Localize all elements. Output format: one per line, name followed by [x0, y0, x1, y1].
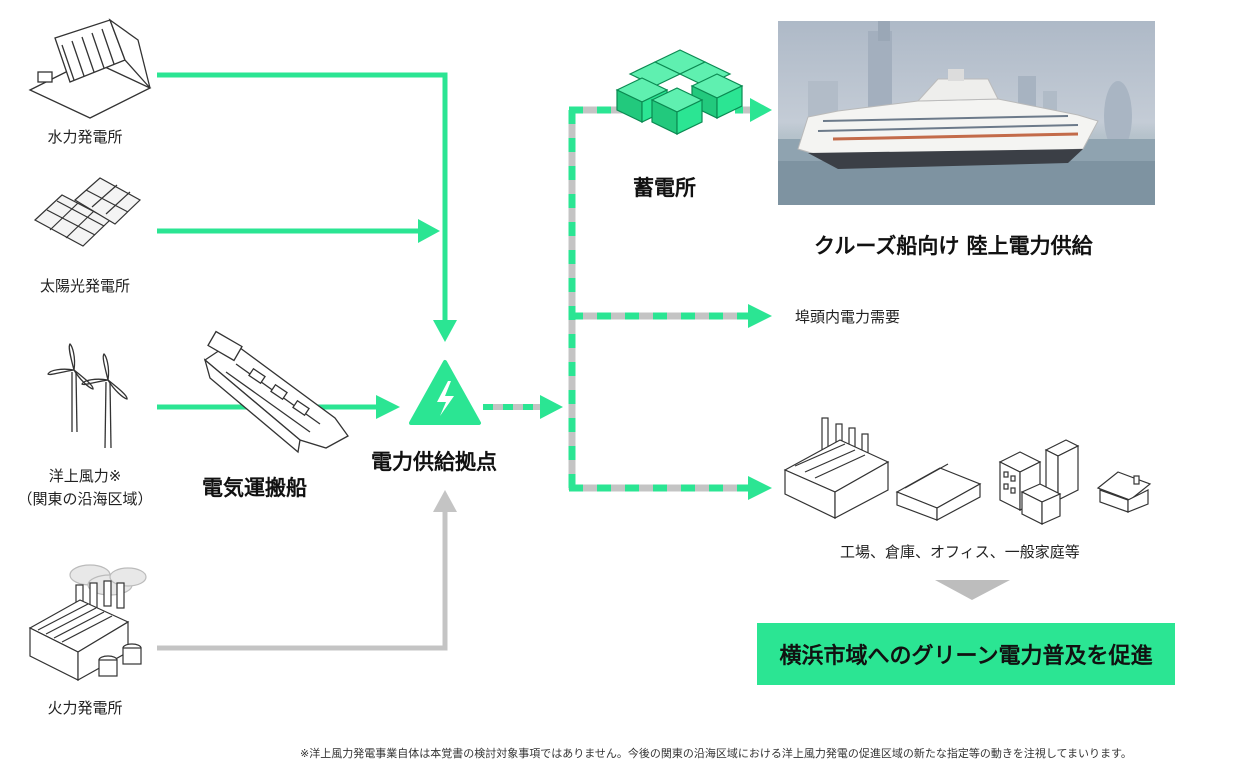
solar-arrow — [157, 219, 440, 243]
hub-out-arrow — [483, 395, 563, 419]
goal-down-arrow — [935, 580, 1010, 600]
storage-to-cruise-arrow — [735, 98, 772, 122]
wind-label-line1: 洋上風力※ — [48, 467, 122, 485]
hydro-label: 水力発電所 — [47, 128, 123, 146]
solar-panel-icon — [33, 177, 142, 247]
wharf-label: 埠頭内電力需要 — [795, 308, 901, 326]
thermal-label: 火力発電所 — [47, 699, 123, 717]
battery-storage-icon — [615, 49, 744, 135]
storage-label: 蓄電所 — [633, 176, 696, 200]
factory-icon — [783, 417, 890, 519]
cruise-label: クルーズ船向け 陸上電力供給 — [814, 234, 1093, 258]
hydro-dam-icon — [28, 18, 152, 119]
thermal-plant-icon — [28, 564, 147, 682]
electric-carrier-ship-icon — [203, 330, 349, 454]
solar-label: 太陽光発電所 — [39, 277, 130, 295]
wharf-arrow — [569, 304, 772, 328]
carrier-ship-label: 電気運搬船 — [202, 476, 307, 500]
cruise-ship-illustration — [778, 21, 1155, 205]
goal-banner: 横浜市域へのグリーン電力普及を促進 — [757, 623, 1175, 685]
wind-label-line2: （関東の沿海区域） — [17, 490, 153, 508]
thermal-arrow — [157, 490, 457, 651]
wind-turbine-icon — [47, 343, 128, 449]
goal-text: 横浜市域へのグリーン電力普及を促進 — [779, 644, 1153, 669]
warehouse-icon — [895, 463, 982, 522]
facilities-label: 工場、倉庫、オフィス、一般家庭等 — [840, 543, 1080, 561]
office-building-icon — [998, 439, 1080, 525]
hub-label: 電力供給拠点 — [371, 450, 497, 474]
hydro-arrow — [157, 72, 448, 322]
hub-top-arrowhead — [433, 320, 457, 342]
distribution-trunk — [568, 106, 625, 490]
facilities-arrow — [569, 476, 772, 500]
cruise-ship-photo — [778, 21, 1155, 205]
house-icon — [1096, 471, 1152, 513]
lightning-triangle-icon — [409, 360, 481, 425]
footnote: ※洋上風力発電事業自体は本覚書の検討対象事項ではありません。今後の関東の沿海区域… — [300, 747, 1132, 760]
